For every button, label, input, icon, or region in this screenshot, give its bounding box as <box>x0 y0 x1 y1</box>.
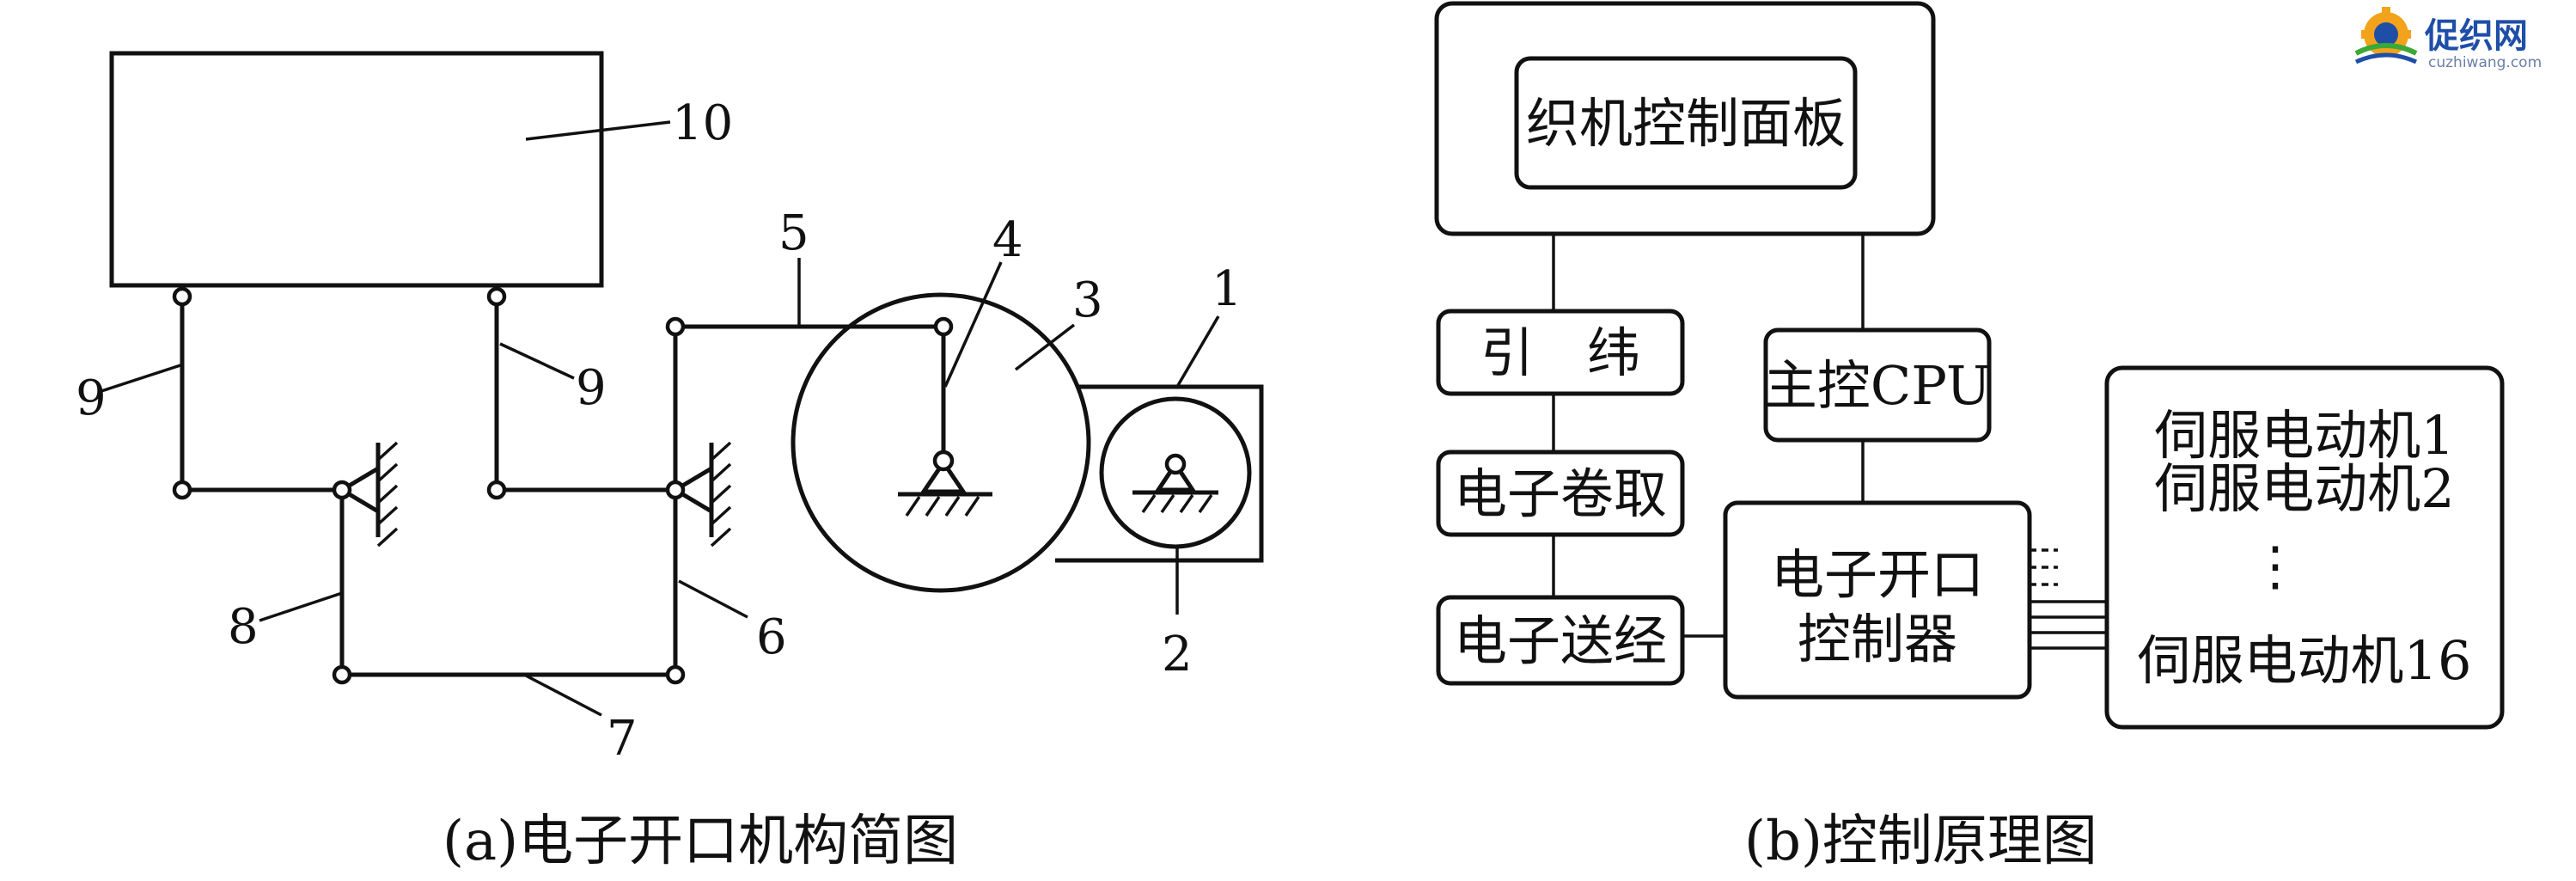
control-diagram: 织机控制面板 引 纬 电子卷取 电子送经 主控CPU 电子开口 控制器 <box>1434 1 2505 873</box>
pin-joint <box>172 480 192 500</box>
link-5 <box>675 324 946 462</box>
pin-joint <box>486 286 507 307</box>
label-6: 6 <box>756 609 787 665</box>
part-1-housing <box>1055 384 1264 563</box>
caption-a: (a)电子开口机构简图 <box>443 810 958 873</box>
servo-ellipsis: ⋮ <box>2249 535 2302 597</box>
label-3: 3 <box>1072 272 1103 328</box>
logo-subtitle: cuzhiwang.com <box>2428 54 2542 71</box>
pin-joint <box>332 664 352 685</box>
letoff-label: 电子送经 <box>1454 609 1667 672</box>
link-9-left <box>180 297 342 493</box>
part-10-leader <box>525 120 671 141</box>
shedding-label-line2: 控制器 <box>1798 608 1957 670</box>
logo-gear-icon <box>2354 7 2418 64</box>
pin-joint <box>932 450 955 472</box>
motor-pivot-ground <box>1132 462 1218 514</box>
pin-joint <box>332 480 352 500</box>
servo-16-label: 伺服电动机16 <box>2138 629 2472 692</box>
watermark-logo: 促织网 cuzhiwang.com <box>2354 7 2542 71</box>
panel-label: 织机控制面板 <box>1526 92 1846 155</box>
logo-title: 促织网 <box>2424 16 2528 56</box>
part-1-leader <box>1175 315 1220 388</box>
part-3-wheel <box>791 292 1091 593</box>
part-10-box <box>109 51 604 288</box>
part-3-leader <box>1014 323 1076 371</box>
link-7-leader <box>525 674 602 717</box>
pin-joint <box>933 316 954 337</box>
panel-inner-box <box>1514 56 1858 190</box>
ground-support-right <box>674 441 732 548</box>
shedding-controller-box <box>1723 500 2032 700</box>
weft-box <box>1436 309 1685 396</box>
takeup-box <box>1436 450 1685 537</box>
pin-joint <box>1164 453 1187 475</box>
cpu-label: 主控CPU <box>1764 354 1991 417</box>
part-2-motor <box>1099 396 1252 549</box>
label-2: 2 <box>1162 627 1193 682</box>
label-9-left: 9 <box>76 370 107 426</box>
part-4-leader <box>943 261 1003 388</box>
link-9-right-leader <box>499 342 575 380</box>
label-1: 1 <box>1212 261 1242 317</box>
label-8: 8 <box>228 599 259 655</box>
cpu-box <box>1763 327 1992 443</box>
mechanism-diagram: 10 9 9 8 7 6 5 <box>76 51 1264 873</box>
link-9-left-leader <box>101 364 181 393</box>
servo-2-label: 伺服电动机2 <box>2154 457 2454 520</box>
weft-label: 引 纬 <box>1480 321 1640 384</box>
servo-bus-lines <box>2030 548 2107 650</box>
servo-motors-box <box>2104 365 2505 730</box>
pin-joint <box>486 480 507 500</box>
caption-b: (b)控制原理图 <box>1744 810 2097 873</box>
label-10: 10 <box>672 95 733 151</box>
pin-joint <box>665 480 686 500</box>
pin-joint <box>665 664 686 685</box>
link-6-leader <box>678 579 748 619</box>
pin-joint <box>172 286 192 307</box>
link-8-leader <box>259 591 343 622</box>
wheel-pivot-ground <box>898 461 992 517</box>
pin-joint <box>665 316 686 337</box>
servo-1-label: 伺服电动机1 <box>2154 404 2454 467</box>
letoff-box <box>1436 595 1685 686</box>
label-9-right: 9 <box>576 360 607 416</box>
shedding-label-line1: 电子开口 <box>1771 543 1984 606</box>
takeup-label: 电子卷取 <box>1454 462 1667 525</box>
label-5: 5 <box>778 205 809 261</box>
label-4: 4 <box>992 212 1023 268</box>
ground-support-left <box>340 441 399 548</box>
panel-outer-box <box>1434 1 1936 236</box>
label-7: 7 <box>607 711 638 767</box>
